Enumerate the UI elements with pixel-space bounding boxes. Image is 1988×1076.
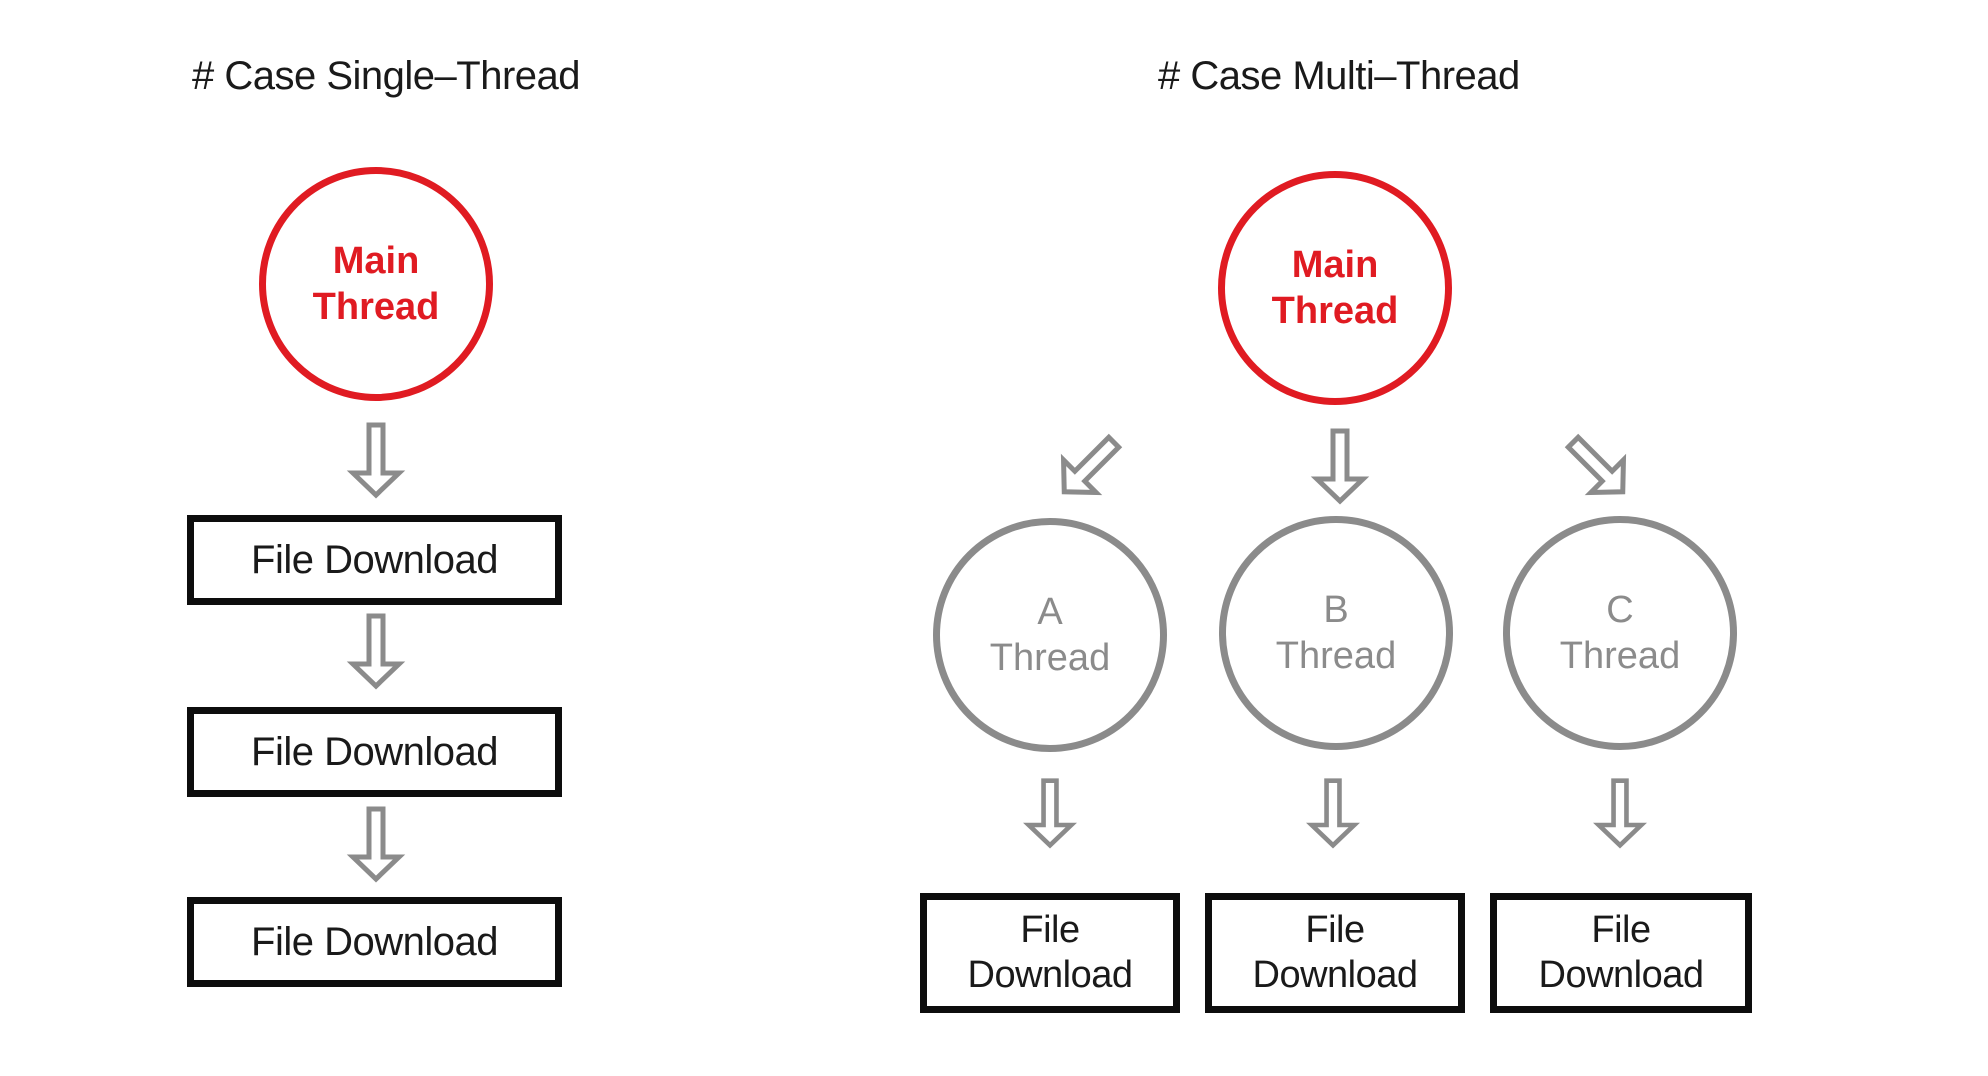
thread-c-label-line2: Thread [1559, 635, 1681, 677]
file-download-label: File Download [251, 919, 498, 964]
file-download-box-c: File Download [1490, 893, 1752, 1013]
down-arrow-icon [346, 613, 406, 690]
thread-a-label-line1: A [1037, 591, 1063, 633]
down-arrow-icon [1023, 778, 1077, 849]
file-label: File [1020, 909, 1080, 951]
thread-c-label-line1: C [1606, 589, 1634, 631]
thread-b-label-line1: B [1323, 589, 1349, 631]
main-thread-label-line1: Main [1291, 244, 1379, 286]
file-label: File [1591, 909, 1651, 951]
thread-a-label-line2: Thread [989, 637, 1111, 679]
thread-b-label-line2: Thread [1275, 635, 1397, 677]
file-download-box-b: File Download [1205, 893, 1465, 1013]
file-download-label: File Download [251, 729, 498, 774]
down-right-arrow-icon [1564, 433, 1627, 496]
main-thread-node-single: Main Thread [259, 167, 493, 401]
download-label: Download [1538, 954, 1705, 996]
download-label: Download [967, 954, 1134, 996]
file-download-box-3: File Download [187, 897, 562, 987]
main-thread-label-line2: Thread [312, 286, 440, 328]
main-thread-label-line2: Thread [1271, 290, 1399, 332]
thread-a-node: A Thread [933, 518, 1167, 752]
thread-b-node: B Thread [1219, 516, 1453, 750]
file-download-box-a: File Download [920, 893, 1180, 1013]
file-download-box-1: File Download [187, 515, 562, 605]
multi-thread-title: # Case Multi–Thread [1158, 54, 1520, 98]
file-download-label: File Download [251, 537, 498, 582]
single-thread-title: # Case Single–Thread [192, 54, 581, 98]
down-arrow-icon [1593, 778, 1647, 849]
main-thread-label-line1: Main [332, 240, 420, 282]
thread-c-node: C Thread [1503, 516, 1737, 750]
down-arrow-icon [1310, 428, 1370, 505]
down-arrow-icon [1306, 778, 1360, 849]
file-label: File [1305, 909, 1365, 951]
download-label: Download [1252, 954, 1419, 996]
file-download-box-2: File Download [187, 707, 562, 797]
down-left-arrow-icon [1060, 433, 1123, 496]
main-thread-node-multi: Main Thread [1218, 171, 1452, 405]
down-arrow-icon [346, 422, 406, 499]
down-arrow-icon [346, 806, 406, 883]
